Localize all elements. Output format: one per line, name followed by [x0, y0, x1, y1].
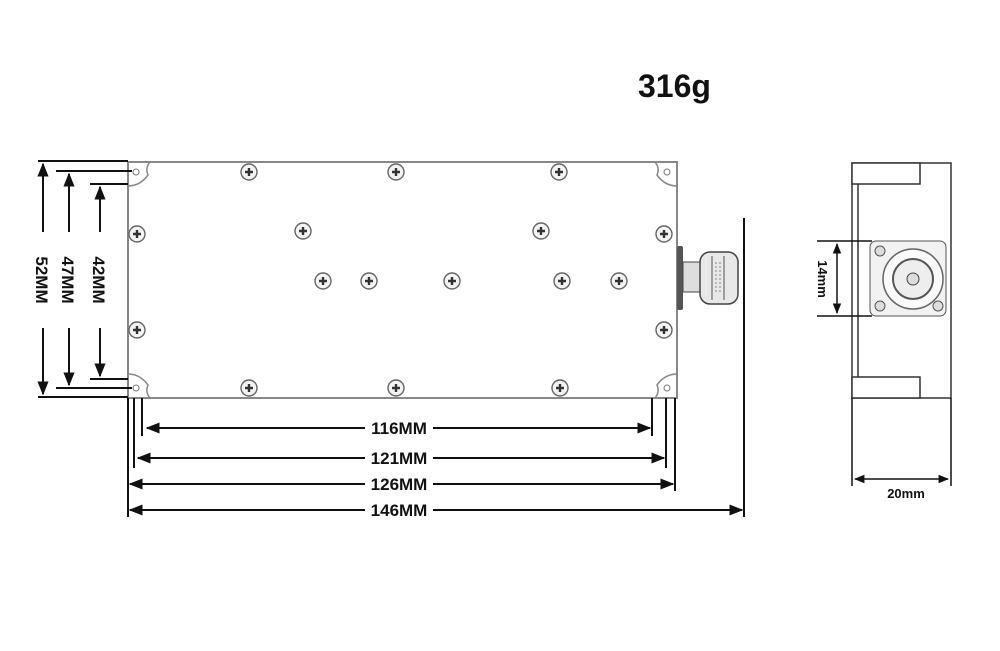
- dim-116mm: 116MM: [371, 419, 427, 438]
- dim-42mm: 42MM: [89, 256, 108, 303]
- dim-20mm: 20mm: [887, 486, 925, 501]
- side-connector: [869, 240, 947, 317]
- width-dimensions: [127, 218, 745, 517]
- device-body-front: [127, 161, 678, 399]
- dim-47mm: 47MM: [58, 256, 77, 303]
- dim-126mm: 126MM: [371, 475, 428, 494]
- dim-52mm: 52MM: [32, 256, 51, 303]
- height-dimensions: [37, 160, 132, 398]
- dim-121mm: 121MM: [371, 449, 428, 468]
- side-dimensions: [817, 240, 952, 486]
- weight-label: 316g: [638, 68, 711, 104]
- dim-146mm: 146MM: [371, 501, 428, 520]
- n-connector: [677, 246, 739, 310]
- dim-14mm: 14mm: [815, 260, 830, 298]
